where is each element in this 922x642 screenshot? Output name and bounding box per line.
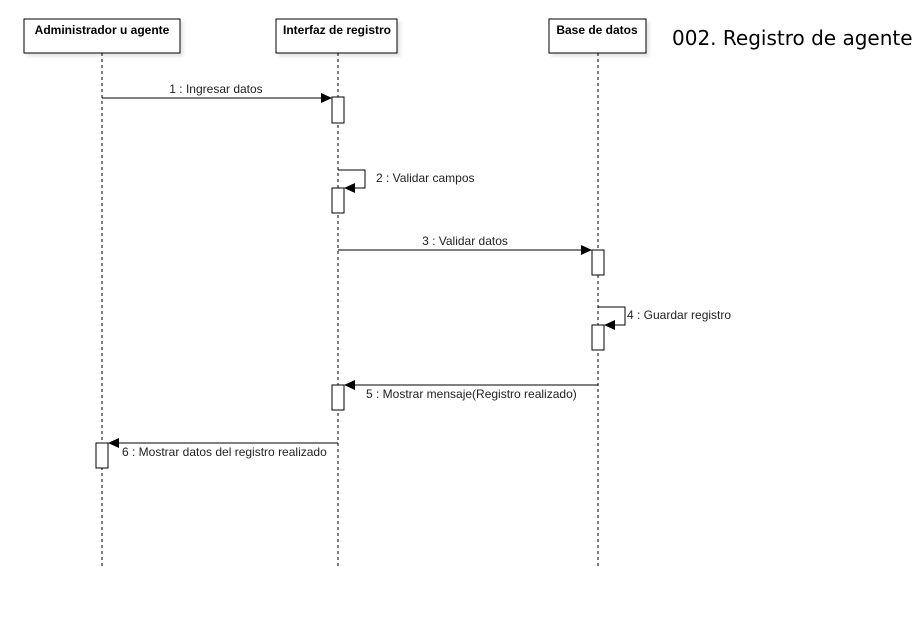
activation-box [331,187,345,214]
activation-box [591,249,605,276]
message-4: 4 : Guardar registro [598,306,731,330]
activation-box [95,442,109,469]
message-label: 5 : Mostrar mensaje(Registro realizado) [366,387,577,401]
activation-box [591,324,605,351]
participant-label: Base de datos [556,23,638,37]
message-2: 2 : Validar campos [338,169,475,193]
activation-box [331,384,345,411]
message-label: 2 : Validar campos [376,171,475,185]
message-6: 6 : Mostrar datos del registro realizado [108,438,338,459]
message-label: 3 : Validar datos [422,234,508,248]
participant-base-datos: Base de datos [548,18,647,54]
diagram-title: 002. Registro de agente [672,26,913,50]
message-label: 1 : Ingresar datos [169,82,262,96]
participant-administrador: Administrador u agente [23,18,181,54]
message-label: 4 : Guardar registro [627,308,731,322]
participant-label: Administrador u agente [35,23,170,37]
message-label: 6 : Mostrar datos del registro realizado [122,445,327,459]
participant-label: Interfaz de registro [283,23,391,37]
message-3: 3 : Validar datos [338,234,592,255]
message-5: 5 : Mostrar mensaje(Registro realizado) [344,380,598,401]
activation-box [331,96,345,124]
participant-interfaz: Interfaz de registro [275,18,398,54]
message-1: 1 : Ingresar datos [102,82,332,103]
